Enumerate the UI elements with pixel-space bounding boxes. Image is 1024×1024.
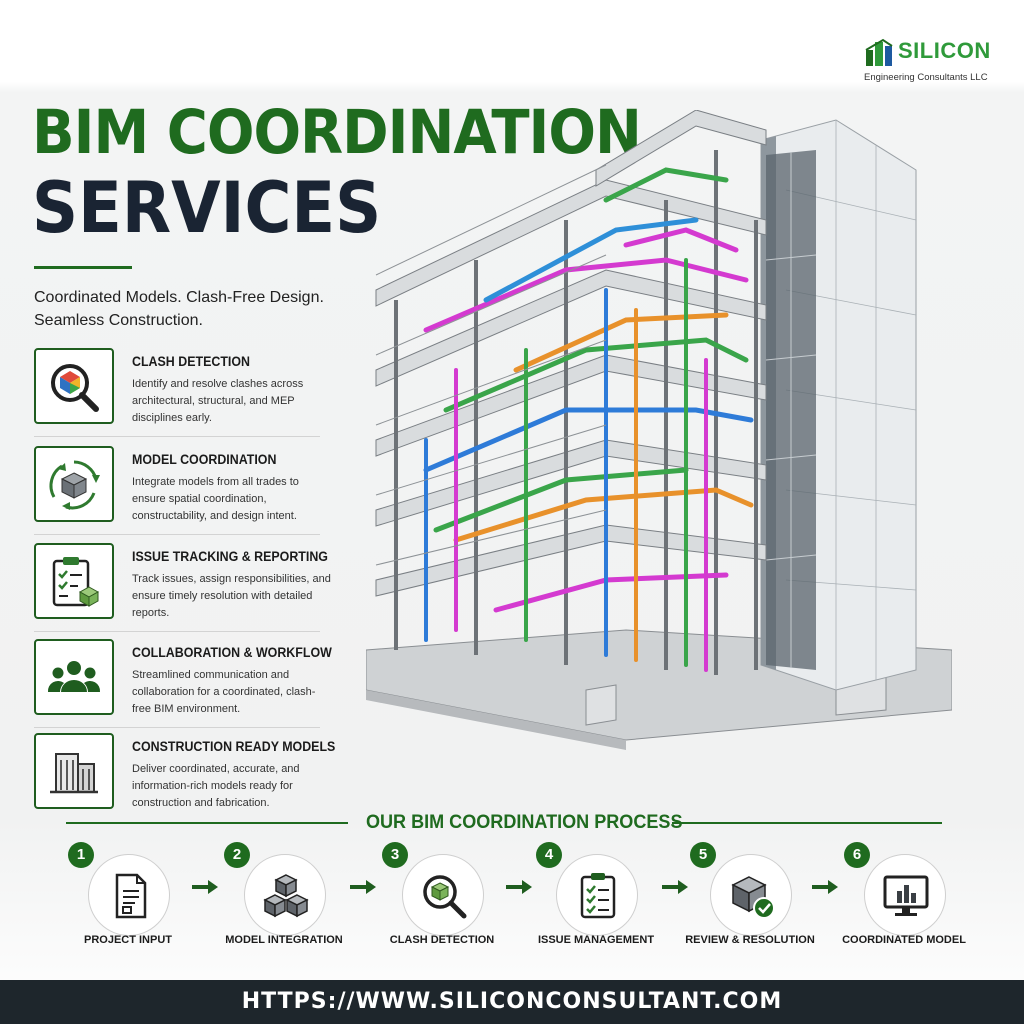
service-description: Track issues, assign responsibilities, a… — [132, 573, 331, 619]
process-step-4: 4 ISSUE MANAGEMENT — [526, 842, 666, 954]
step-label: PROJECT INPUT — [83, 934, 172, 946]
divider — [34, 631, 320, 632]
service-icon-box — [34, 446, 114, 522]
step-number: 4 — [536, 842, 562, 868]
service-title: COLLABORATION & WORKFLOW — [132, 645, 332, 660]
company-logo[interactable]: SILICON Engineering Consultants LLC — [864, 36, 994, 86]
process-header: OUR BIM COORDINATION PROCESS — [66, 812, 942, 834]
step-label: REVIEW & RESOLUTION — [685, 934, 815, 946]
monitor-chart-icon — [883, 875, 929, 916]
footer-bar: HTTPS://WWW.SILICONCONSULTANT.COM — [0, 980, 1024, 1024]
logo-name: SILICON — [898, 38, 991, 63]
service-issue-tracking: ISSUE TRACKING & REPORTING Track issues,… — [34, 543, 331, 632]
service-title: CLASH DETECTION — [132, 354, 250, 369]
process-title: OUR BIM COORDINATION PROCESS — [365, 812, 683, 833]
team-icon — [47, 661, 101, 692]
step-number: 6 — [844, 842, 870, 868]
step-label: ISSUE MANAGEMENT — [537, 934, 655, 946]
divider — [34, 534, 320, 535]
process-step-5: 5 REVIEW & RESOLUTION — [680, 842, 820, 954]
service-description: Identify and resolve clashes across arch… — [132, 378, 304, 424]
step-label: MODEL INTEGRATION — [225, 934, 343, 946]
magnifier-cube-icon — [423, 875, 467, 919]
step-number: 1 — [68, 842, 94, 868]
service-title: ISSUE TRACKING & REPORTING — [132, 549, 328, 564]
process-step-3: 3 CLASH DETECTION — [372, 842, 512, 954]
arrow-right-icon — [506, 880, 532, 894]
step-label: COORDINATED MODEL — [842, 934, 966, 946]
cube-check-icon — [731, 876, 775, 919]
service-title: CONSTRUCTION READY MODELS — [132, 739, 336, 754]
cube-cycle-icon — [49, 460, 100, 510]
arrow-right-icon — [662, 880, 688, 894]
silicon-logo-icon — [865, 38, 893, 66]
service-description: Integrate models from all trades to ensu… — [132, 476, 299, 522]
service-description: Deliver coordinated, accurate, and infor… — [132, 763, 300, 809]
arrow-right-icon — [350, 880, 376, 894]
service-model-coordination: MODEL COORDINATION Integrate models from… — [34, 446, 324, 535]
step-number: 2 — [224, 842, 250, 868]
service-icon-box — [34, 543, 114, 619]
service-icon-box — [34, 733, 114, 809]
step-circle — [710, 854, 792, 936]
clipboard-checklist-icon — [52, 557, 100, 607]
step-circle — [88, 854, 170, 936]
page-title-line2: SERVICES — [32, 168, 382, 250]
cubes-stack-icon — [263, 874, 309, 918]
service-title: MODEL COORDINATION — [132, 452, 277, 467]
process-step-6: 6 COORDINATED MODEL — [834, 842, 974, 954]
website-link[interactable]: HTTPS://WWW.SILICONCONSULTANT.COM — [241, 989, 783, 1014]
magnifier-cube-icon — [51, 364, 99, 412]
step-circle — [402, 854, 484, 936]
logo-subtitle: Engineering Consultants LLC — [864, 72, 988, 83]
step-circle — [864, 854, 946, 936]
building-icon — [50, 753, 98, 794]
service-icon-box — [34, 639, 114, 715]
step-label: CLASH DETECTION — [389, 934, 495, 946]
title-underline — [34, 266, 132, 269]
arrow-right-icon — [812, 880, 838, 894]
step-circle — [556, 854, 638, 936]
step-circle — [244, 854, 326, 936]
process-step-1: 1 PROJECT INPUT — [58, 842, 198, 954]
bim-building-illustration — [366, 110, 952, 750]
divider — [66, 822, 348, 824]
step-number: 3 — [382, 842, 408, 868]
tagline: Coordinated Models. Clash-Free Design. S… — [34, 289, 324, 329]
service-collaboration: COLLABORATION & WORKFLOW Streamlined com… — [34, 639, 332, 728]
service-construction-ready: CONSTRUCTION READY MODELS Deliver coordi… — [34, 733, 335, 817]
page-title-line1: BIM COORDINATION — [32, 98, 642, 169]
service-clash-detection: CLASH DETECTION Identify and resolve cla… — [34, 348, 324, 437]
process-step-2: 2 MODEL INTEGRATION — [214, 842, 354, 954]
service-description: Streamlined communication and collaborat… — [132, 669, 316, 715]
divider — [672, 822, 942, 824]
service-icon-box — [34, 348, 114, 424]
clipboard-checklist-icon — [580, 873, 616, 919]
step-number: 5 — [690, 842, 716, 868]
document-icon — [115, 873, 147, 919]
arrow-right-icon — [192, 880, 218, 894]
divider — [34, 436, 320, 437]
divider — [34, 727, 320, 728]
